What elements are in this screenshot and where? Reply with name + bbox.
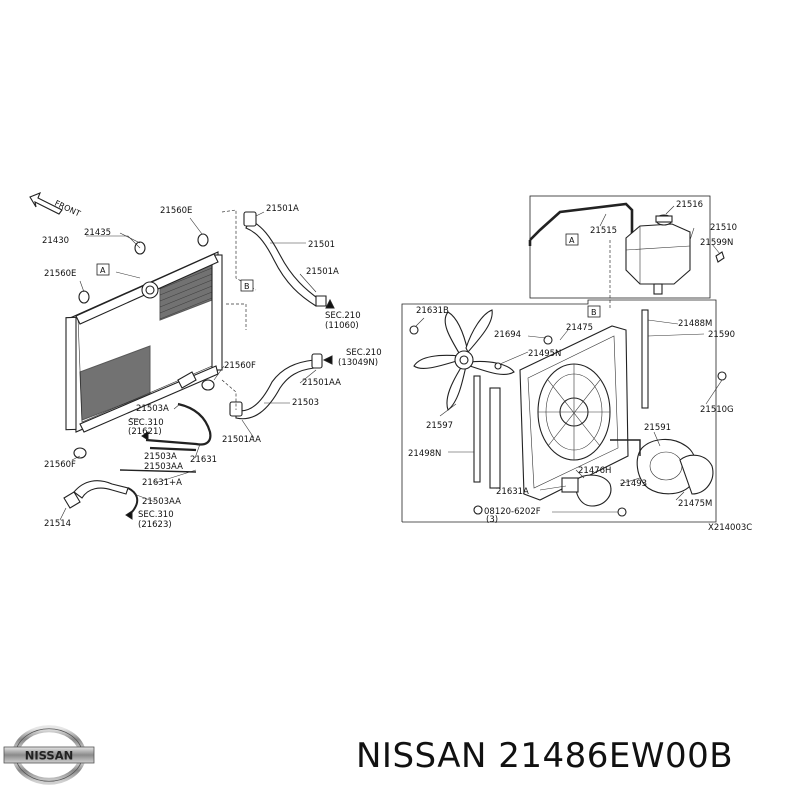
reservoir-box: A: [528, 195, 725, 310]
svg-text:A: A: [100, 266, 106, 275]
ref-box-a-left: A: [96, 263, 110, 276]
label-21590: 21590: [708, 330, 735, 340]
label-21631b: 21631B: [416, 306, 449, 316]
fan-blade: [413, 309, 515, 411]
label-sec310-a: SEC.310: [128, 418, 164, 428]
label-21510g: 21510G: [700, 405, 734, 415]
label-21501a-top: 21501A: [266, 204, 299, 214]
front-arrow: FRONT: [29, 192, 82, 219]
label-sec210-b: SEC.210: [346, 348, 382, 358]
label-21503a-top: 21503A: [136, 404, 169, 414]
label-21501aa-low: 21501AA: [222, 435, 261, 445]
label-sec310-b-ref: (21623): [138, 520, 172, 530]
label-21501a-mid: 21501A: [306, 267, 339, 277]
label-sec210-b-ref: (13049N): [338, 358, 378, 368]
svg-text:B: B: [591, 308, 597, 317]
fan-motor: [561, 438, 714, 507]
label-21694: 21694: [494, 330, 521, 340]
radiator-assembly: [65, 233, 223, 459]
label-21516: 21516: [676, 200, 703, 210]
label-21631a-fan: 21631A: [496, 487, 529, 497]
svg-text:A: A: [569, 236, 575, 245]
label-bolt-qty: (3): [486, 515, 498, 525]
ref-box-b-left: B: [240, 279, 254, 292]
brand-part-number: NISSAN 21486EW00B: [356, 736, 734, 776]
label-21514: 21514: [44, 519, 71, 529]
fan-assembly-box: B: [401, 299, 727, 523]
label-sec210-a-ref: (11060): [325, 321, 359, 331]
drawing-code: X214003C: [708, 523, 752, 533]
label-bolt: 08120-6202F: [484, 507, 541, 517]
label-21493: 21493: [620, 479, 647, 489]
fan-shroud: [519, 325, 629, 501]
label-21501: 21501: [308, 240, 335, 250]
upper-hose: [243, 211, 327, 307]
label-21560e-left: 21560E: [44, 269, 76, 279]
left-labels: 21435 21430 21560E 21560E 21501A 21501 2…: [42, 204, 382, 530]
label-21631a: 21631+A: [142, 478, 182, 488]
label-sec310-b: SEC.310: [138, 510, 174, 520]
label-21597: 21597: [426, 421, 453, 431]
label-21503aa: 21503AA: [144, 462, 183, 472]
label-21503a-mid: 21503A: [144, 452, 177, 462]
label-21488m: 21488M: [678, 319, 712, 329]
label-21560f-right: 21560F: [224, 361, 256, 371]
label-21599n: 21599N: [700, 238, 733, 248]
nissan-logo: NISSAN: [3, 725, 95, 785]
label-21430: 21430: [42, 236, 69, 246]
reservoir-labels: 21516 21515 21510 21599N: [590, 200, 737, 248]
label-21476h: 21476H: [578, 466, 611, 476]
lower-tubes: [63, 402, 212, 513]
label-21495n: 21495N: [528, 349, 561, 359]
label-21435: 21435: [84, 228, 111, 238]
label-21631: 21631: [190, 455, 217, 465]
label-21475: 21475: [566, 323, 593, 333]
label-21475m: 21475M: [678, 499, 712, 509]
label-21560f-left: 21560F: [44, 460, 76, 470]
label-sec310-a-ref: (21621): [128, 427, 162, 437]
label-21501aa-right: 21501AA: [302, 378, 341, 388]
front-label: FRONT: [53, 199, 82, 219]
label-21515: 21515: [590, 226, 617, 236]
lower-hose: [229, 353, 323, 420]
label-21510: 21510: [710, 223, 737, 233]
label-21503-right: 21503: [292, 398, 319, 408]
label-21560e-top: 21560E: [160, 206, 192, 216]
label-sec210-a: SEC.210: [325, 311, 361, 321]
svg-text:B: B: [244, 282, 250, 291]
fan-labels: 21631B 21694 21475 21488M 21590 21495N 2…: [408, 306, 735, 525]
label-21503aa-low: 21503AA: [142, 497, 181, 507]
logo-text: NISSAN: [25, 749, 73, 763]
left-leaders: [59, 209, 335, 521]
label-21498n: 21498N: [408, 449, 441, 459]
label-21591: 21591: [644, 423, 671, 433]
